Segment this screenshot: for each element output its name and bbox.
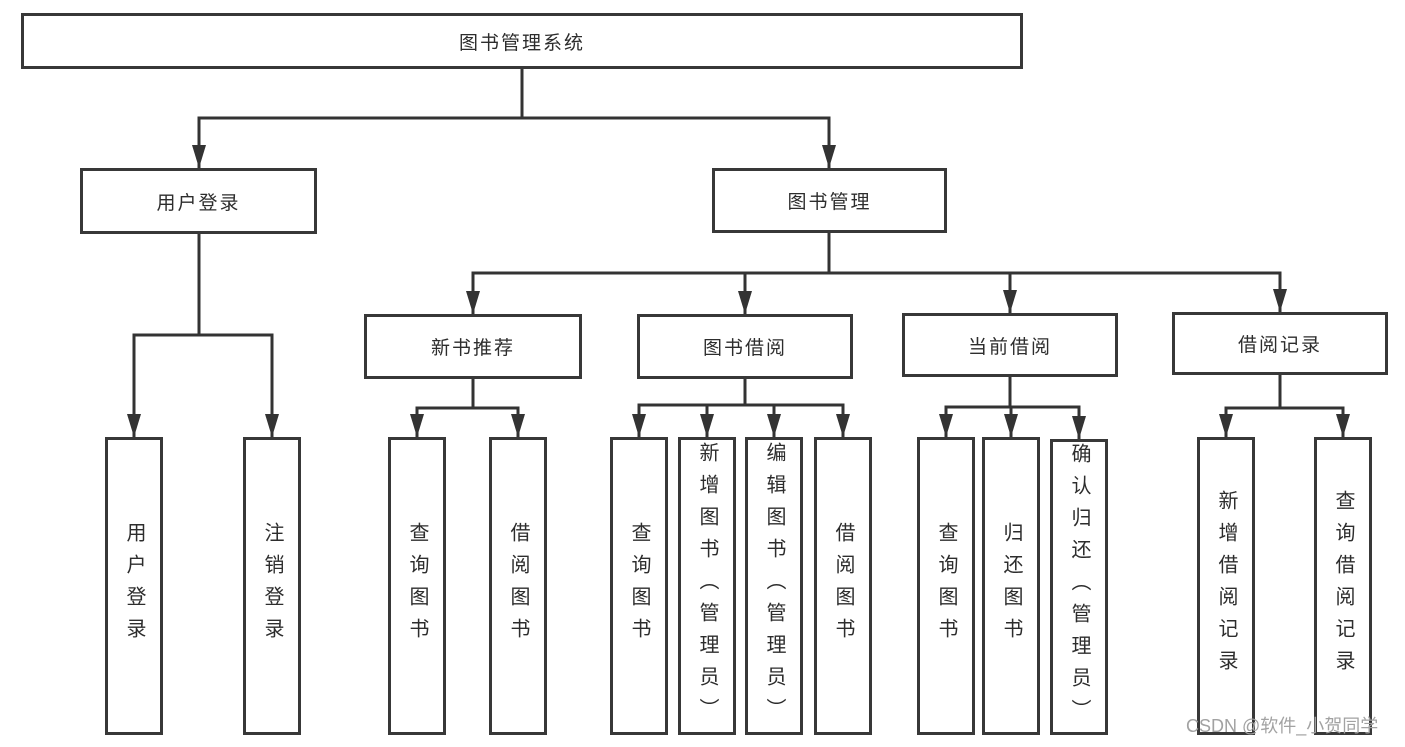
node-label: 编辑图书（管理员） bbox=[763, 442, 785, 730]
node-label: 查询图书 bbox=[935, 522, 957, 650]
node-label: 新增图书（管理员） bbox=[696, 442, 718, 730]
node-leaf-query-borrow-record: 查询借阅记录 bbox=[1314, 437, 1372, 735]
node-label: 新增借阅记录 bbox=[1215, 490, 1237, 682]
node-label: 新书推荐 bbox=[430, 338, 515, 359]
node-leaf-borrow-books-borrow: 借阅图书 bbox=[814, 437, 872, 735]
connector-trunks bbox=[132, 69, 1345, 410]
node-leaf-add-borrow-record: 新增借阅记录 bbox=[1197, 437, 1255, 735]
node-label: 确认归还（管理员） bbox=[1068, 443, 1090, 731]
node-label: 图书管理系统 bbox=[458, 32, 585, 54]
node-label: 当前借阅 bbox=[967, 336, 1052, 358]
node-label: 图书管理 bbox=[787, 192, 872, 213]
node-label: 注销登录 bbox=[261, 522, 283, 650]
node-leaf-user-login: 用户登录 bbox=[105, 437, 163, 735]
node-leaf-borrow-books-recommend: 借阅图书 bbox=[489, 437, 547, 735]
node-leaf-logout: 注销登录 bbox=[243, 437, 301, 735]
node-label: 查询图书 bbox=[628, 522, 650, 650]
node-label: 借阅图书 bbox=[832, 522, 854, 650]
node-current-borrow: 当前借阅 bbox=[902, 313, 1118, 377]
node-leaf-add-books-admin: 新增图书（管理员） bbox=[678, 437, 736, 735]
node-leaf-query-books-recommend: 查询图书 bbox=[388, 437, 446, 735]
connector-arrows bbox=[127, 118, 1350, 439]
node-label: 图书借阅 bbox=[702, 338, 787, 359]
node-label: 借阅记录 bbox=[1237, 335, 1322, 356]
node-label: 归还图书 bbox=[1000, 522, 1022, 650]
node-leaf-query-books-current: 查询图书 bbox=[917, 437, 975, 735]
node-borrow-records: 借阅记录 bbox=[1172, 312, 1388, 375]
node-label: 查询图书 bbox=[406, 522, 428, 650]
node-book-borrow: 图书借阅 bbox=[637, 314, 853, 379]
node-label: 用户登录 bbox=[123, 522, 145, 650]
node-label: 查询借阅记录 bbox=[1332, 490, 1354, 682]
node-new-book-recommend: 新书推荐 bbox=[364, 314, 582, 379]
node-user-login: 用户登录 bbox=[80, 168, 317, 234]
node-book-management: 图书管理 bbox=[712, 168, 947, 233]
node-leaf-edit-books-admin: 编辑图书（管理员） bbox=[745, 437, 803, 735]
node-label: 用户登录 bbox=[156, 192, 241, 214]
node-leaf-query-books-borrow: 查询图书 bbox=[610, 437, 668, 735]
node-root: 图书管理系统 bbox=[21, 13, 1023, 69]
node-leaf-return-books: 归还图书 bbox=[982, 437, 1040, 735]
node-leaf-confirm-return-admin: 确认归还（管理员） bbox=[1050, 439, 1108, 735]
watermark: CSDN @软件_小贺同学 bbox=[1186, 716, 1379, 736]
node-label: 借阅图书 bbox=[507, 522, 529, 650]
